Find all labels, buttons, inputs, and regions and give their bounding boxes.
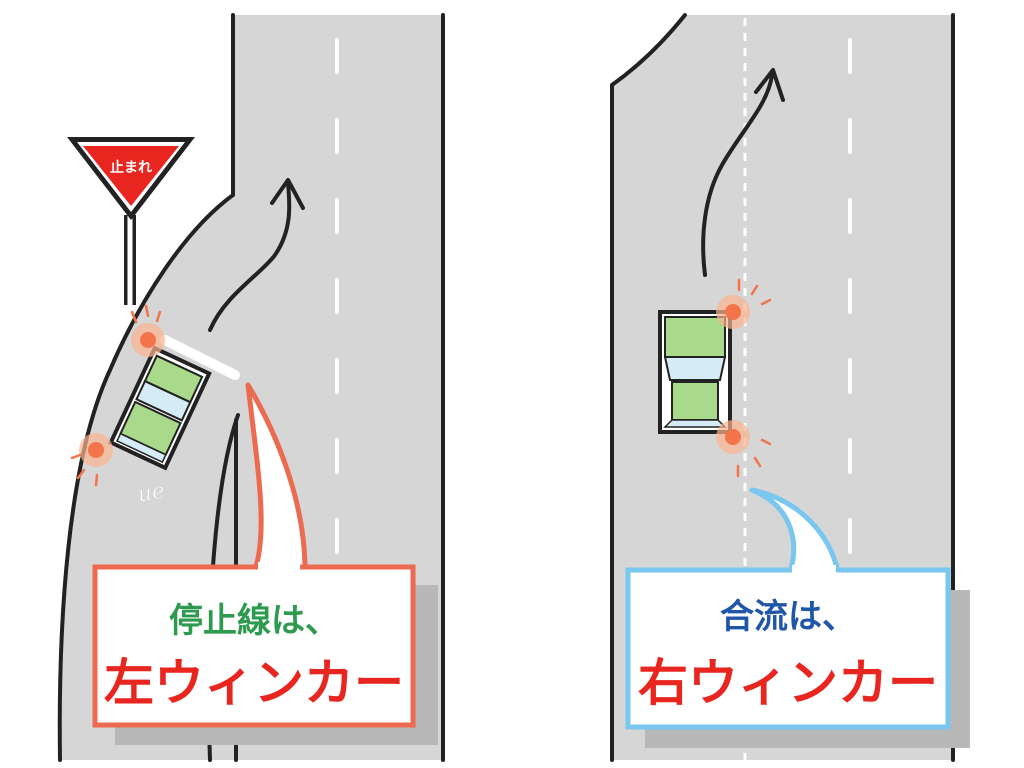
left-bubble-box bbox=[92, 564, 416, 728]
right-car-roof-front bbox=[664, 316, 726, 358]
stop-sign-text: 止まれ bbox=[110, 159, 152, 176]
left-road-edge-outer bbox=[57, 13, 235, 762]
right-car bbox=[658, 310, 732, 434]
right-car-roof-rear bbox=[671, 381, 719, 421]
left-bubble-line1: 停止線は、 bbox=[169, 601, 339, 641]
right-bubble-line2: 右ウィンカー bbox=[638, 654, 938, 712]
stop-sign: 止まれ bbox=[67, 137, 195, 305]
right-bubble-line1: 合流は、 bbox=[720, 597, 856, 637]
right-path-arrow bbox=[701, 73, 774, 277]
right-bubble: 合流は、 右ウィンカー bbox=[625, 487, 970, 748]
left-blinker-front bbox=[130, 304, 165, 357]
right-bubble-box bbox=[625, 567, 951, 730]
left-car bbox=[108, 345, 212, 471]
right-blinker-front bbox=[716, 278, 772, 329]
stop-line bbox=[160, 335, 240, 380]
left-car-windshield bbox=[135, 379, 192, 422]
right-car-windshield bbox=[663, 356, 727, 381]
left-bubble-line2: 左ウィンカー bbox=[104, 654, 404, 712]
left-bubble: 停止線は、 左ウィンカー bbox=[92, 382, 438, 745]
signature: ue bbox=[136, 479, 167, 508]
left-scene: 止まれ bbox=[57, 13, 445, 762]
right-scene: 合流は、 右ウィンカー bbox=[610, 13, 970, 762]
left-path-arrow bbox=[208, 181, 292, 332]
left-blinker-rear bbox=[70, 433, 113, 487]
right-blinker-rear bbox=[716, 420, 772, 478]
right-road-edge-left bbox=[610, 13, 687, 762]
